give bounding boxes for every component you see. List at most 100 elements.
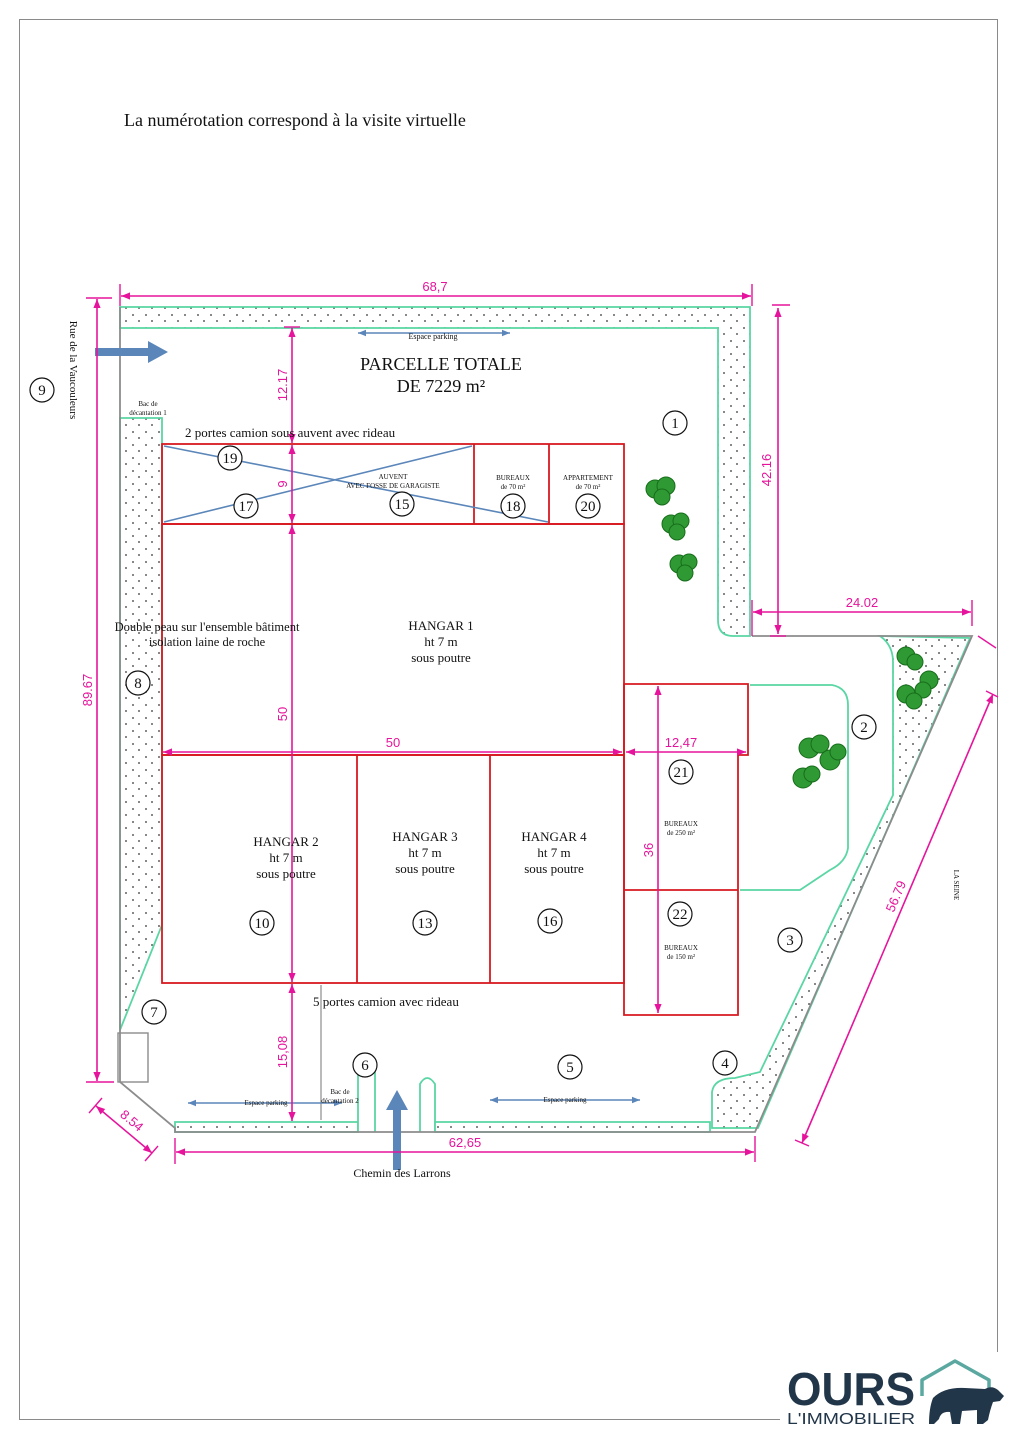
parking-label-south-west: Espace parking — [245, 1099, 288, 1107]
tank-2-label: décantation 2 — [321, 1097, 359, 1105]
marker: 20 — [575, 493, 601, 519]
marker: 6 — [352, 1052, 378, 1078]
svg-text:3: 3 — [786, 933, 794, 949]
dim-tick — [88, 1097, 103, 1114]
room-bureaux-70-label: BUREAUX — [496, 474, 530, 482]
bear-icon — [929, 1387, 1004, 1424]
logo-name: OURS — [787, 1363, 915, 1415]
svg-text:9: 9 — [38, 383, 46, 399]
tank-2-label: Bac de — [330, 1088, 349, 1096]
room-appartement-label: APPARTEMENT — [563, 474, 614, 482]
room-hangar-1-label: sous poutre — [411, 650, 471, 665]
marker: 15 — [389, 491, 415, 517]
dim-line-southwest — [95, 1105, 153, 1154]
entrance-island-right — [419, 1077, 436, 1132]
room-auvent-label: AVEC FOSSE DE GARAGISTE — [346, 482, 439, 490]
tree-icon — [645, 476, 676, 506]
entry-arrow-west — [95, 341, 168, 363]
entry-arrow-south — [386, 1090, 408, 1170]
svg-text:2: 2 — [860, 720, 868, 736]
dim-label-auvent: 9 — [275, 480, 290, 487]
marker: 13 — [412, 910, 438, 936]
utility-box — [117, 1032, 149, 1083]
room-appartement-label: de 70 m² — [576, 483, 601, 491]
marker: 9 — [29, 377, 55, 403]
green-zone-east — [740, 684, 849, 891]
parking-label-south-east: Espace parking — [544, 1096, 587, 1104]
dim-label-south: 62,65 — [449, 1135, 482, 1150]
svg-text:4: 4 — [721, 1056, 729, 1072]
green-strip-east-diagonal — [711, 635, 972, 1129]
insulation-label: isolation laine de roche — [149, 635, 266, 649]
room-bureaux-250-label: de 250 m² — [667, 829, 695, 837]
house-outline-icon — [920, 1359, 991, 1396]
room-bureaux-70-label: de 70 m² — [501, 483, 526, 491]
room-hangar-3-label: HANGAR 3 — [392, 829, 457, 844]
dim-tick — [794, 1139, 810, 1147]
doors-south-label: 5 portes camion avec rideau — [313, 994, 459, 1009]
svg-text:19: 19 — [223, 451, 238, 467]
svg-text:7: 7 — [150, 1005, 158, 1021]
room-auvent-label: AUVENT — [379, 473, 408, 481]
marker: 10 — [249, 910, 275, 936]
dim-label-east-step: 24.02 — [846, 595, 879, 610]
marker: 7 — [141, 999, 167, 1025]
dim-label-west: 89.67 — [80, 674, 95, 707]
green-strip-south-east — [434, 1121, 711, 1133]
dim-tick — [144, 1145, 159, 1162]
svg-text:13: 13 — [418, 916, 433, 932]
green-strip-south-west — [174, 1121, 359, 1133]
tree-icon — [896, 646, 924, 671]
room-hangar-2-label: sous poutre — [256, 866, 316, 881]
plan-title: La numérotation correspond à la visite v… — [124, 110, 466, 130]
room-hangar-4-label: sous poutre — [524, 861, 584, 876]
room-hangar-3-label: ht 7 m — [408, 845, 441, 860]
page-frame — [19, 19, 998, 1420]
svg-text:15: 15 — [395, 497, 410, 513]
dim-label-east-diagonal: 56.79 — [883, 878, 910, 914]
svg-text:10: 10 — [255, 916, 270, 932]
svg-text:18: 18 — [506, 499, 521, 515]
svg-text:1: 1 — [671, 416, 679, 432]
svg-text:17: 17 — [239, 499, 255, 515]
svg-text:8: 8 — [134, 676, 142, 692]
room-bureaux-150-label: de 150 m² — [667, 953, 695, 961]
street-west-label: Rue de la Vaucouleurs — [67, 321, 79, 419]
room-hangar-3-label: sous poutre — [395, 861, 455, 876]
svg-text:5: 5 — [566, 1060, 574, 1076]
marker: 18 — [500, 493, 526, 519]
parcel-title: PARCELLE TOTALE — [360, 354, 522, 374]
dim-label-top: 68,7 — [422, 279, 447, 294]
parcel-area: DE 7229 m² — [397, 376, 485, 396]
river-east-label: LA SEINE — [952, 870, 960, 901]
dim-tick — [977, 635, 997, 649]
green-strip-north-east — [119, 306, 751, 637]
dim-label-hangar-width: 50 — [386, 735, 400, 750]
dim-label-offices-width: 12,47 — [665, 735, 698, 750]
tree-icon — [669, 553, 698, 582]
room-hangar-4-label: HANGAR 4 — [521, 829, 587, 844]
dim-label-hangar-depth: 50 — [275, 707, 290, 721]
marker: 1 — [662, 410, 688, 436]
svg-text:16: 16 — [543, 914, 559, 930]
insulation-label: Double peau sur l'ensemble bâtiment — [115, 620, 300, 634]
marker: 5 — [557, 1054, 583, 1080]
parking-label-north: Espace parking — [408, 332, 457, 341]
marker: 16 — [537, 908, 563, 934]
tank-1-label: Bac de — [138, 400, 157, 408]
auvent-cross-line — [163, 445, 473, 523]
marker: 8 — [125, 670, 151, 696]
dim-line-east-diagonal — [801, 693, 994, 1144]
marker: 21 — [668, 759, 694, 785]
room-hangar-2-label: HANGAR 2 — [253, 834, 318, 849]
marker: 2 — [851, 714, 877, 740]
room-hangar-1-label: ht 7 m — [424, 634, 457, 649]
dim-label-north-gap: 12.17 — [275, 369, 290, 402]
marker: 22 — [667, 901, 693, 927]
svg-text:21: 21 — [674, 765, 689, 781]
doors-north-label: 2 portes camion sous auvent avec rideau — [185, 425, 396, 440]
svg-text:22: 22 — [673, 907, 688, 923]
room-hangar-4-label: ht 7 m — [537, 845, 570, 860]
svg-text:20: 20 — [581, 499, 596, 515]
